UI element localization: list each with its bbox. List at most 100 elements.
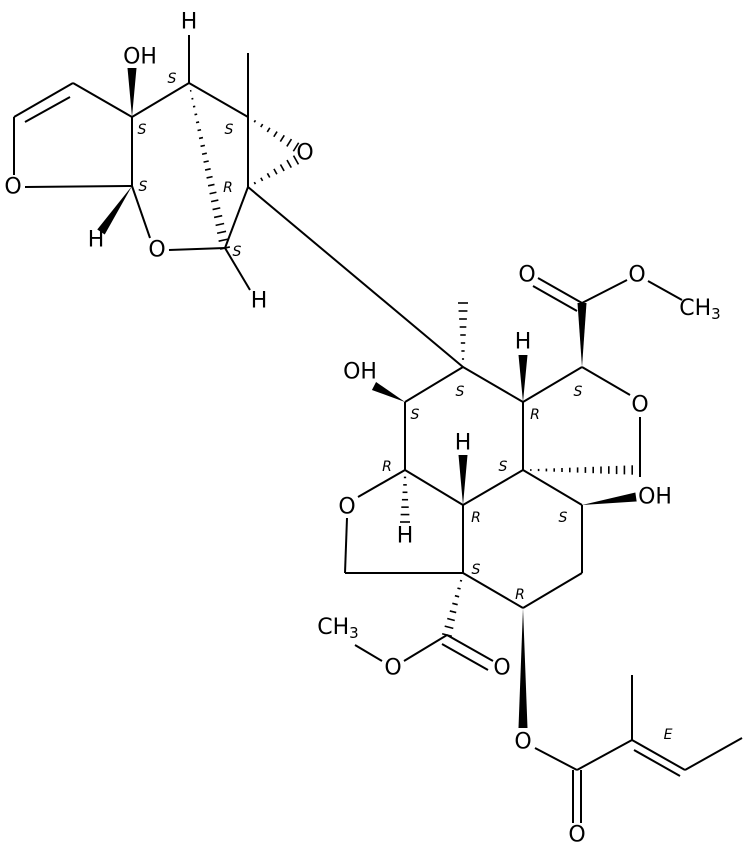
- hash-bond-segment: [459, 579, 463, 582]
- bond: [647, 280, 683, 301]
- bond: [537, 277, 583, 304]
- bond: [581, 366, 631, 396]
- bond: [522, 366, 583, 403]
- atom-oh: OH: [123, 45, 157, 70]
- hash-bond-segment: [198, 136, 204, 140]
- hash-bond-segment: [292, 155, 300, 165]
- hash-bond-segment: [286, 159, 292, 169]
- wedge-bond: [127, 68, 137, 117]
- bond: [684, 737, 743, 771]
- hash-bond-segment: [253, 181, 257, 185]
- bonds: [13, 35, 743, 823]
- stereo-label: S: [168, 71, 177, 87]
- stereo-label: S: [456, 384, 465, 400]
- hash-bond-segment: [279, 134, 285, 143]
- hash-bond-segment: [212, 207, 221, 211]
- wedge-bond: [371, 382, 405, 402]
- atom-h: H: [181, 10, 198, 35]
- atom-h: H: [455, 431, 472, 456]
- bond: [522, 572, 583, 609]
- stereo-label: S: [139, 179, 148, 195]
- bond: [404, 366, 464, 403]
- hash-bond-segment: [260, 123, 264, 128]
- atom-o-ester: O: [514, 730, 531, 755]
- hash-bond-segment: [444, 625, 454, 630]
- atom-h: H: [515, 330, 532, 355]
- bond: [462, 572, 524, 609]
- hash-bond-segment: [219, 246, 231, 250]
- hash-bond-segment: [279, 164, 285, 172]
- bond: [581, 279, 628, 304]
- bond: [188, 82, 249, 118]
- bond: [168, 247, 226, 251]
- atom-o-furan: O: [4, 175, 21, 200]
- wedge-bond: [518, 608, 528, 728]
- stereo-label: R: [471, 510, 481, 526]
- hash-bond-segment: [218, 238, 229, 242]
- hash-bond-segment: [452, 602, 458, 606]
- bond: [462, 469, 524, 506]
- stereo-label: E: [664, 727, 673, 743]
- atom-labels: OH H O O H O H OH H O O CH3 O OH H H O C…: [4, 10, 720, 848]
- hash-bond-segment: [210, 199, 219, 203]
- hash-bond-segment: [260, 177, 264, 182]
- atom-o-carbonyl: O: [493, 656, 510, 681]
- bond: [633, 749, 681, 777]
- bond: [24, 96, 71, 123]
- stereo-label: S: [559, 510, 568, 526]
- bond: [13, 82, 74, 118]
- wedge-bond: [458, 455, 468, 505]
- hash-bond-segment: [203, 160, 209, 163]
- bond: [224, 247, 251, 291]
- stereo-label: S: [411, 407, 420, 423]
- bond: [357, 469, 406, 498]
- atom-o-carbonyl: O: [518, 263, 535, 288]
- hash-bond-segment: [200, 144, 206, 148]
- atom-o-epoxide: O: [296, 141, 313, 166]
- bond: [462, 366, 524, 403]
- hash-bond-segment: [454, 594, 460, 598]
- hash-bond-segment: [213, 214, 223, 219]
- stereo-label: S: [472, 562, 481, 578]
- bond: [534, 747, 578, 771]
- bond: [72, 82, 133, 118]
- bond: [24, 185, 133, 188]
- stereo-descriptors: S S S S R S S S R S R S R S S R E: [138, 71, 673, 743]
- hash-bond-segment: [207, 183, 215, 187]
- bond: [532, 285, 578, 312]
- stereo-label: R: [515, 587, 525, 603]
- hash-bond-segment: [197, 128, 202, 132]
- wedge-bond: [582, 492, 637, 505]
- atom-ch3: CH3: [679, 296, 720, 324]
- bond: [131, 185, 151, 239]
- hash-bond-segment: [253, 119, 257, 123]
- hash-bond-segment: [292, 142, 300, 152]
- wedge-bond: [97, 186, 132, 235]
- stereo-label: S: [233, 244, 242, 260]
- wedge-bond: [518, 355, 528, 402]
- bond: [403, 634, 448, 662]
- atom-ch3: CH3: [317, 615, 358, 643]
- stereo-label: R: [382, 459, 392, 475]
- wedge-bond: [577, 303, 587, 367]
- hash-bond-segment: [266, 172, 271, 178]
- atom-o-ester: O: [384, 656, 401, 681]
- hash-bond-segment: [215, 222, 225, 227]
- hash-bond-segment: [449, 610, 457, 614]
- atom-o-furan: O: [338, 495, 355, 520]
- hash-bond-segment: [209, 191, 217, 195]
- hash-bond-segment: [206, 175, 213, 179]
- atom-h: H: [88, 228, 105, 253]
- stereo-label: S: [574, 384, 583, 400]
- atom-oh: OH: [343, 360, 377, 385]
- stereo-label: S: [138, 122, 147, 138]
- hash-bond-segment: [266, 127, 271, 133]
- bond: [247, 186, 464, 368]
- hash-bond-segment: [204, 168, 211, 171]
- atom-h: H: [397, 524, 414, 549]
- atom-o-ring: O: [148, 238, 165, 263]
- hash-bond-segment: [247, 116, 249, 118]
- bond: [354, 644, 383, 662]
- bond: [576, 739, 633, 771]
